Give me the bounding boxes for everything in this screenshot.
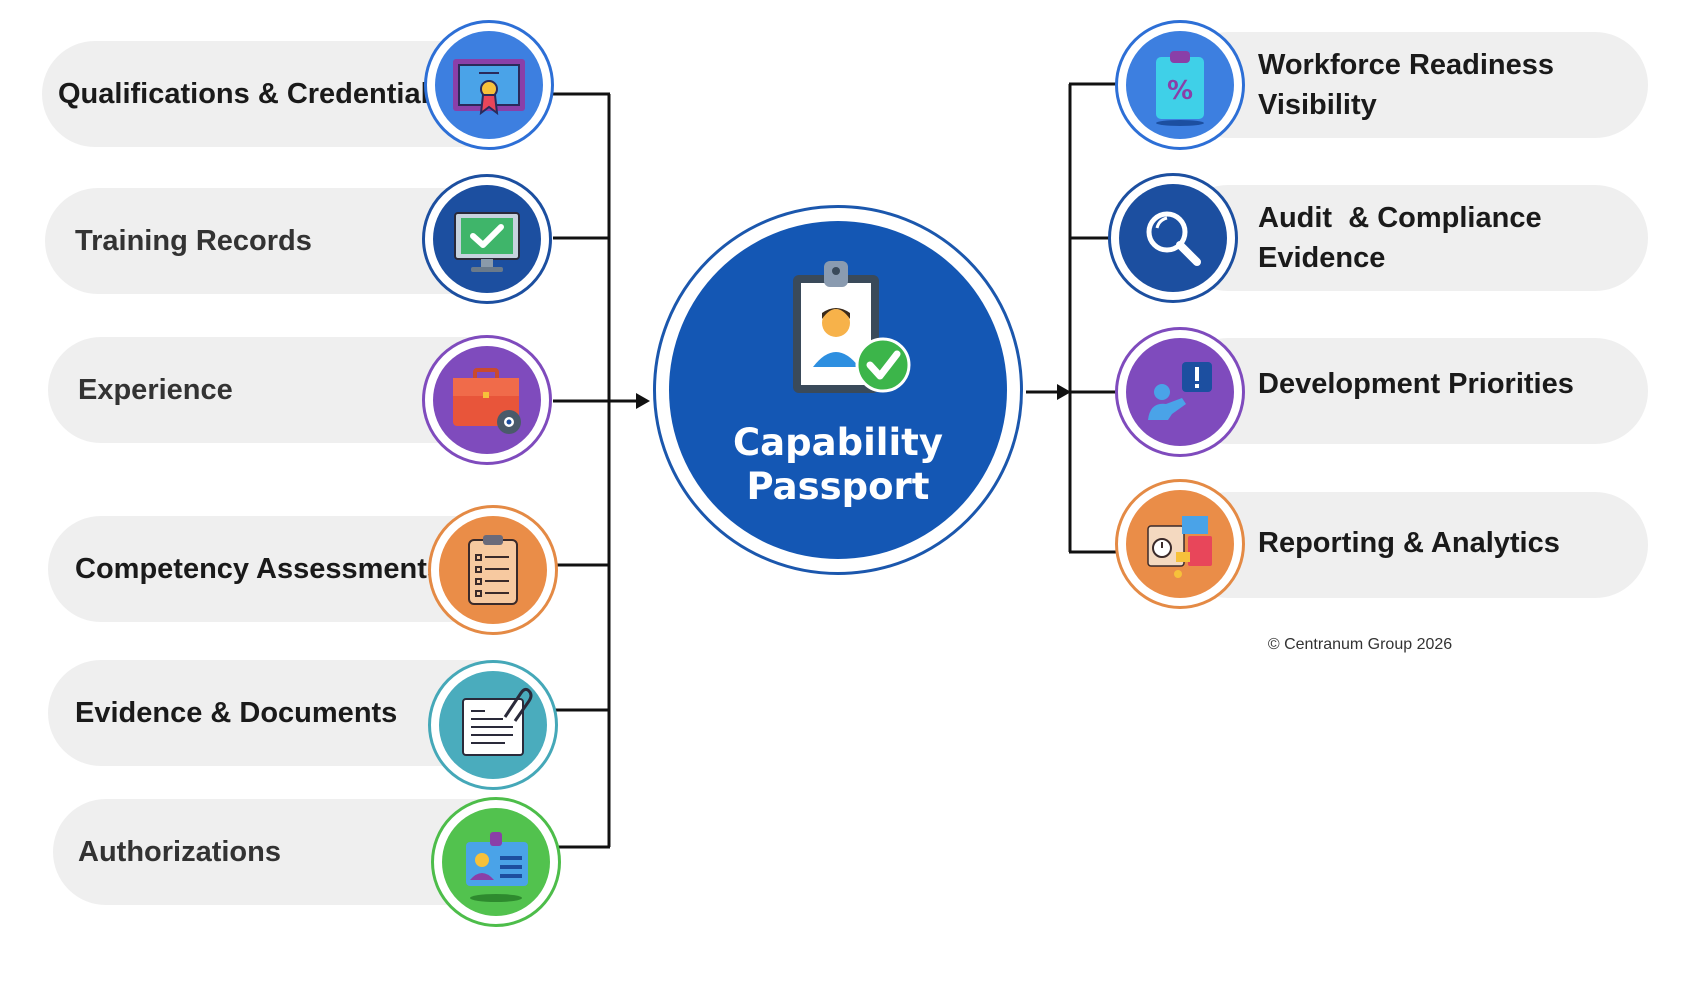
output-label: Reporting & Analytics xyxy=(1258,526,1560,559)
workforce-badge: % xyxy=(1115,20,1245,150)
output-row-reporting xyxy=(1175,492,1648,598)
input-label: Training Records xyxy=(75,224,312,257)
input-label: Authorizations xyxy=(78,835,281,868)
passport-id-icon xyxy=(793,261,911,393)
reports-icon xyxy=(1147,516,1212,578)
output-label: Development Priorities xyxy=(1258,367,1574,400)
experience-badge xyxy=(422,335,552,465)
output-row-development xyxy=(1175,338,1648,444)
training-badge xyxy=(422,174,552,304)
output-label-line2: Evidence xyxy=(1258,242,1386,274)
clipboard-checklist-icon xyxy=(468,535,518,605)
copyright-text: © Centranum Group 2026 xyxy=(1267,636,1453,653)
output-label: Workforce Readiness Visibility xyxy=(1258,32,1578,138)
arrow-to-hub xyxy=(636,393,650,409)
clipboard-percent-icon: % xyxy=(1156,51,1204,126)
output-row-audit xyxy=(1175,185,1648,291)
monitor-check-icon xyxy=(454,212,520,272)
hub-title-line2: Passport xyxy=(746,465,930,508)
audit-badge xyxy=(1108,173,1238,303)
input-label: Experience xyxy=(78,373,233,406)
output-label: Audit & Compliance Evidence xyxy=(1258,185,1578,291)
input-label: Evidence & Documents xyxy=(75,696,398,729)
id-badge-icon xyxy=(466,832,528,902)
certificate-icon xyxy=(453,59,525,116)
development-badge xyxy=(1115,327,1245,457)
output-row-workforce xyxy=(1175,32,1648,138)
hub-title-line1: Capability xyxy=(733,421,943,464)
output-label-line1: Audit & Compliance xyxy=(1258,202,1542,234)
output-label-line2: Visibility xyxy=(1258,89,1377,121)
competency-badge xyxy=(428,505,558,635)
input-label: Competency Assessments xyxy=(75,552,444,585)
arrow-to-outputs xyxy=(1057,384,1071,400)
authorizations-badge xyxy=(431,797,561,927)
qualifications-badge xyxy=(424,20,554,150)
evidence-badge xyxy=(428,660,558,790)
capability-passport-hub: Capability Passport xyxy=(653,205,1023,575)
magnifier-icon xyxy=(1146,211,1201,266)
hub-title: Capability Passport xyxy=(669,421,1007,509)
input-label: Qualifications & Credentials xyxy=(58,77,445,110)
briefcase-gear-icon xyxy=(453,368,521,434)
document-paperclip-icon xyxy=(462,687,533,756)
output-label-line1: Workforce Readiness xyxy=(1258,49,1555,81)
person-alert-icon xyxy=(1148,362,1212,420)
svg-text:%: % xyxy=(1167,76,1193,106)
reporting-badge xyxy=(1115,479,1245,609)
